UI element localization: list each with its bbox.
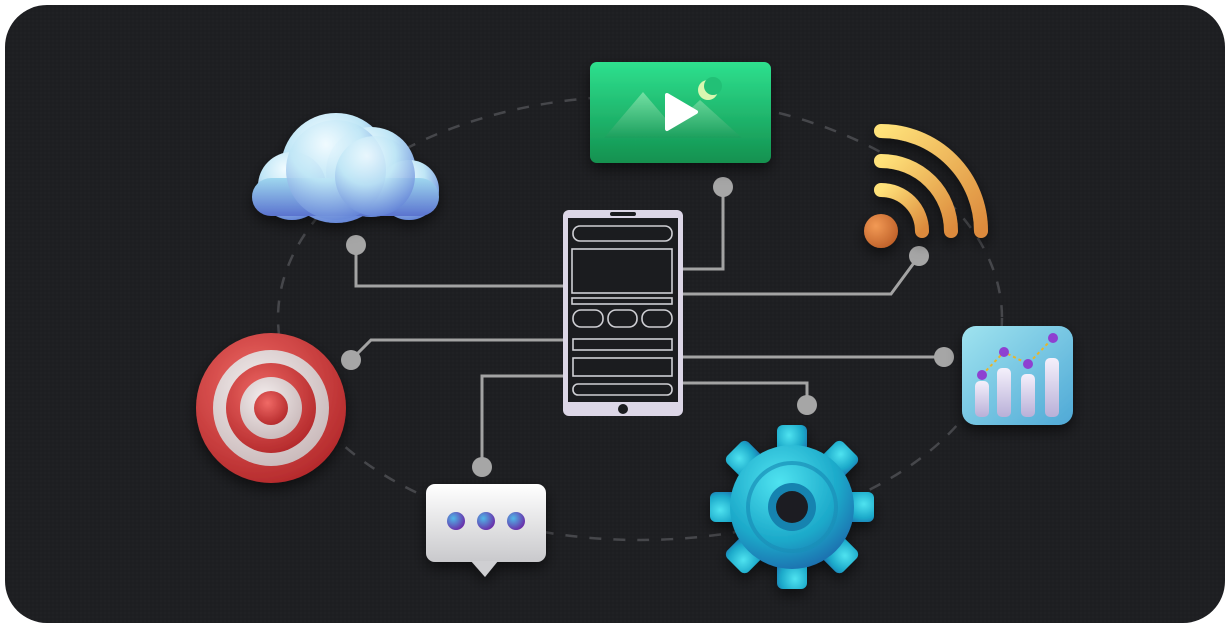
connector-chat xyxy=(480,374,563,467)
gear-icon xyxy=(710,425,874,589)
cloud-icon xyxy=(252,113,439,223)
endpoint-media xyxy=(713,177,733,197)
endpoint-settings xyxy=(797,395,817,415)
connector-cloud xyxy=(354,245,563,288)
endpoint-chat xyxy=(472,457,492,477)
wifi-signal-icon xyxy=(864,124,988,248)
endpoint-analytics xyxy=(934,347,954,367)
connector-endpoints xyxy=(341,177,954,477)
connector-wifi xyxy=(683,255,921,296)
endpoint-cloud xyxy=(346,235,366,255)
video-image-icon xyxy=(590,62,771,163)
target-icon xyxy=(196,333,346,483)
smartphone-wireframe-icon xyxy=(563,210,683,416)
chat-bubble-icon xyxy=(426,484,546,577)
endpoint-wifi xyxy=(909,246,929,266)
bar-chart-icon xyxy=(962,326,1073,425)
connector-lines xyxy=(349,187,944,467)
play-icon xyxy=(665,93,698,131)
endpoint-target xyxy=(341,350,361,370)
connector-media xyxy=(683,187,725,271)
